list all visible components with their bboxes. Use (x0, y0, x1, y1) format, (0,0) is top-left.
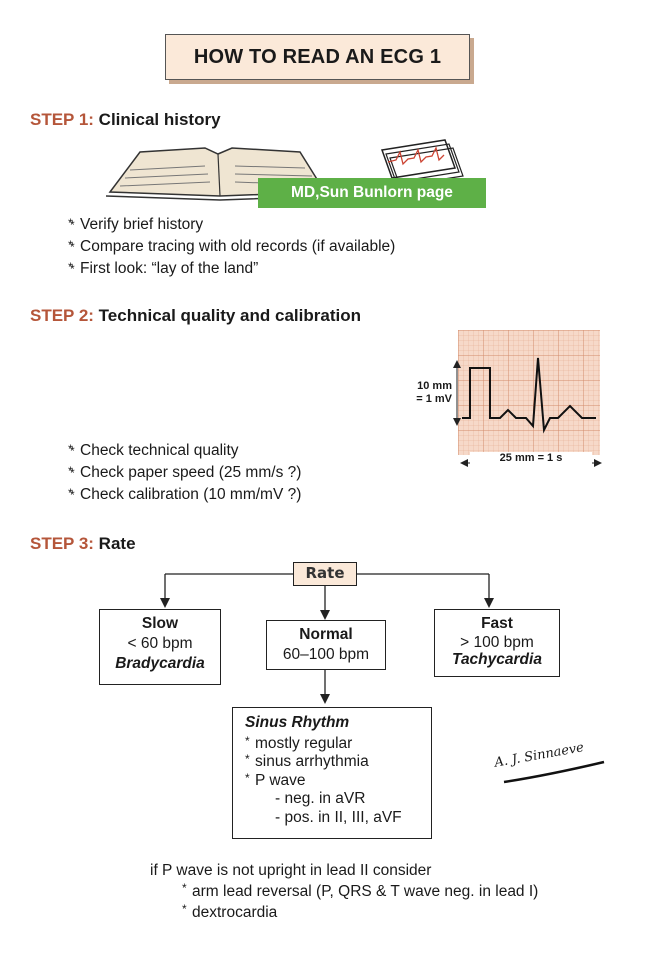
slow-box: Slow < 60 bpm Bradycardia (99, 609, 221, 685)
bottom-note: if P wave is not upright in lead II cons… (150, 862, 539, 921)
list-item: *mostly regular (245, 733, 353, 752)
list-subitem: - neg. in aVR (275, 790, 366, 807)
step2-heading: STEP 2: Technical quality and calibratio… (30, 306, 361, 325)
step1-bullets: *Verify brief history *Compare tracing w… (68, 214, 395, 280)
ecg-calibration-grid (458, 330, 600, 455)
list-item: *Check paper speed (25 mm/s ?) (68, 462, 301, 484)
fast-box: Fast > 100 bpm Tachycardia (434, 609, 560, 677)
normal-box: Normal 60–100 bpm (266, 620, 386, 670)
step2-bullets: *Check technical quality *Check paper sp… (68, 440, 301, 506)
signature-underline (503, 760, 605, 784)
list-item: *Check calibration (10 mm/mV ?) (68, 484, 301, 506)
sinus-rhythm-box: Sinus Rhythm *mostly regular *sinus arrh… (232, 707, 432, 839)
list-item: *arm lead reversal (P, QRS & T wave neg.… (182, 881, 539, 900)
list-item: *Check technical quality (68, 440, 301, 462)
calibration-arrow (453, 360, 461, 426)
author-badge: MD,Sun Bunlorn page (258, 178, 486, 208)
list-item: *sinus arrhythmia (245, 752, 369, 770)
flowchart-connectors (160, 573, 494, 704)
list-item: *P wave (245, 770, 306, 789)
page-title: HOW TO READ AN ECG 1 (165, 34, 470, 80)
paper-speed-label: 25 mm = 1 s (470, 452, 592, 465)
list-item: *Compare tracing with old records (if av… (68, 236, 395, 258)
list-subitem: - pos. in II, III, aVF (275, 808, 402, 826)
step3-heading: STEP 3: Rate (30, 534, 136, 553)
list-item: *dextrocardia (182, 902, 278, 921)
calibration-label: 10 mm = 1 mV (416, 380, 452, 405)
list-item: *First look: “lay of the land” (68, 258, 395, 280)
step1-heading: STEP 1: Clinical history (30, 110, 221, 129)
rate-box: Rate (293, 562, 357, 586)
list-item: *Verify brief history (68, 214, 395, 236)
